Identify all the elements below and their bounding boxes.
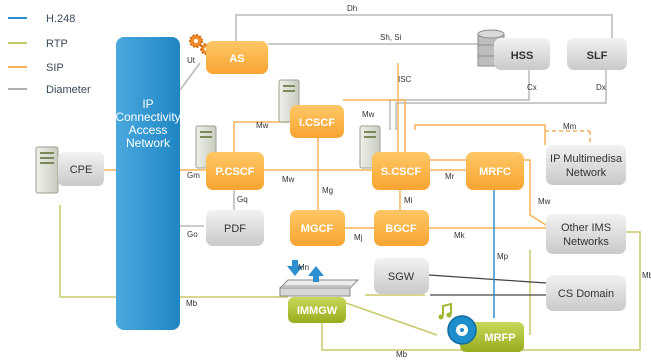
link-mw-p-i bbox=[233, 121, 290, 152]
label-mw-p-s: Mw bbox=[282, 175, 295, 184]
label-mw-s-other: Mw bbox=[538, 197, 551, 206]
legend-label-sip: SIP bbox=[46, 62, 64, 74]
node-pdf[interactable]: PDF bbox=[206, 210, 264, 246]
arrow-down-icon bbox=[287, 260, 303, 276]
label-mk: Mk bbox=[454, 231, 466, 240]
node-ip-multimedia-network[interactable]: IP Multimedisa Network bbox=[546, 145, 626, 185]
arrow-up-icon bbox=[308, 266, 324, 282]
node-as[interactable]: AS bbox=[206, 41, 268, 74]
node-bgcf-label: BGCF bbox=[385, 223, 416, 235]
interface-labels: Dh Sh, Si Ut ISC Cx Dx Mw Mw Mw Mw Mm Gm… bbox=[186, 4, 651, 359]
label-dx: Dx bbox=[596, 83, 606, 92]
label-mp: Mp bbox=[497, 252, 509, 261]
label-mr: Mr bbox=[445, 172, 455, 181]
ipcan-label-1: IP bbox=[142, 97, 153, 111]
legend-item-sip: SIP bbox=[8, 62, 64, 74]
link-sgw-cs bbox=[428, 274, 547, 284]
label-mb-right: Mb bbox=[642, 271, 651, 280]
node-sgw[interactable]: SGW bbox=[374, 258, 429, 294]
node-mrfp-label: MRFP bbox=[484, 332, 515, 344]
node-pcscf[interactable]: P.CSCF bbox=[206, 152, 264, 190]
label-sh-si: Sh, Si bbox=[380, 33, 402, 42]
node-cpe[interactable]: CPE bbox=[58, 152, 104, 186]
legend-label-h248: H.248 bbox=[46, 13, 75, 25]
node-hss-label: HSS bbox=[511, 50, 534, 62]
legend-item-rtp: RTP bbox=[8, 38, 68, 50]
link-dx bbox=[395, 70, 607, 130]
node-pdf-label: PDF bbox=[224, 223, 246, 235]
link-immgw-mrfp bbox=[345, 302, 438, 336]
node-sgw-label: SGW bbox=[388, 271, 415, 283]
legend-label-rtp: RTP bbox=[46, 38, 68, 50]
label-mi: Mi bbox=[404, 196, 413, 205]
media-disc-icon bbox=[447, 315, 477, 345]
ipcan-label-2: Connectivity bbox=[115, 110, 180, 124]
node-as-label: AS bbox=[229, 53, 244, 65]
node-cs-domain[interactable]: CS Domain bbox=[546, 275, 626, 311]
legend-item-h248: H.248 bbox=[8, 13, 75, 25]
node-icscf[interactable]: I.CSCF bbox=[290, 105, 344, 138]
node-other-ims-label-2: Networks bbox=[563, 236, 609, 248]
node-mgcf-label: MGCF bbox=[301, 223, 334, 235]
node-ipmm-label-1: IP Multimedisa bbox=[550, 153, 623, 165]
link-mw-i-s bbox=[343, 99, 406, 152]
node-hss[interactable]: HSS bbox=[494, 38, 550, 70]
ipcan-label-4: Network bbox=[126, 136, 171, 150]
link-ut bbox=[179, 62, 201, 91]
link-mb-cpe bbox=[59, 205, 116, 298]
link-mm bbox=[414, 124, 546, 145]
node-immgw[interactable]: IMMGW bbox=[288, 297, 346, 323]
node-scscf[interactable]: S.CSCF bbox=[372, 152, 430, 190]
label-mg: Mg bbox=[322, 186, 333, 195]
node-cs-domain-label: CS Domain bbox=[558, 288, 614, 300]
node-mgcf[interactable]: MGCF bbox=[290, 210, 345, 246]
legend: H.248 RTP SIP Diameter bbox=[8, 13, 91, 96]
label-mn: Mn bbox=[298, 263, 309, 272]
node-mrfc-label: MRFC bbox=[479, 166, 511, 178]
link-dh bbox=[235, 14, 613, 50]
link-mb-bottom bbox=[321, 231, 641, 351]
label-mj: Mj bbox=[354, 233, 363, 242]
label-mw-p-i: Mw bbox=[256, 121, 269, 130]
music-note-icon bbox=[438, 302, 452, 320]
label-dh: Dh bbox=[347, 4, 357, 13]
node-cpe-label: CPE bbox=[70, 164, 93, 176]
node-slf[interactable]: SLF bbox=[567, 38, 627, 70]
label-gq: Gq bbox=[237, 195, 248, 204]
label-mw-i-s: Mw bbox=[362, 110, 375, 119]
node-scscf-label: S.CSCF bbox=[381, 166, 422, 178]
label-mm: Mm bbox=[563, 122, 577, 131]
label-cx: Cx bbox=[527, 83, 537, 92]
label-mb-bottom: Mb bbox=[396, 350, 408, 359]
node-slf-label: SLF bbox=[587, 50, 608, 62]
node-other-ims-networks[interactable]: Other IMS Networks bbox=[546, 214, 626, 254]
link-cx bbox=[389, 70, 530, 130]
label-gm: Gm bbox=[187, 171, 200, 180]
legend-item-diameter: Diameter bbox=[8, 84, 91, 96]
node-mrfc[interactable]: MRFC bbox=[466, 152, 524, 190]
label-mb-left: Mb bbox=[186, 299, 198, 308]
server-icon-cpe bbox=[35, 146, 59, 194]
node-ipmm-label-2: Network bbox=[566, 167, 607, 179]
switch-icon bbox=[278, 279, 360, 297]
node-immgw-label: IMMGW bbox=[297, 305, 338, 317]
node-pcscf-label: P.CSCF bbox=[216, 166, 255, 178]
node-icscf-label: I.CSCF bbox=[299, 117, 335, 129]
node-other-ims-label-1: Other IMS bbox=[561, 222, 611, 234]
legend-label-diameter: Diameter bbox=[46, 84, 91, 96]
label-isc: ISC bbox=[398, 75, 412, 84]
label-ut: Ut bbox=[187, 56, 196, 65]
node-bgcf[interactable]: BGCF bbox=[374, 210, 429, 246]
ipcan-label-3: Access bbox=[129, 123, 168, 137]
label-go: Go bbox=[187, 230, 198, 239]
ip-connectivity-access-network[interactable]: IP Connectivity Access Network bbox=[115, 37, 181, 330]
